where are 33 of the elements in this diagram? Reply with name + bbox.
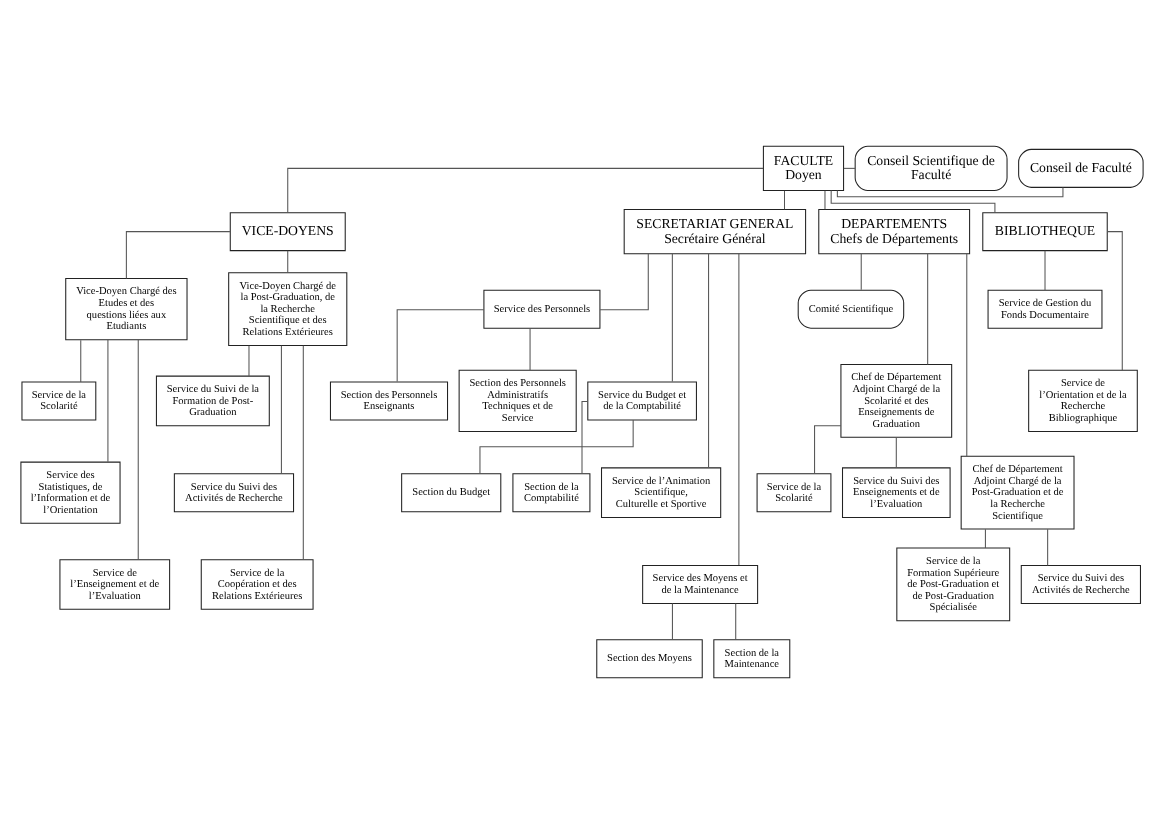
connector (824, 189, 826, 209)
connector (125, 230, 231, 279)
connector (287, 249, 289, 273)
connector (783, 189, 786, 209)
connector (581, 399, 589, 473)
connector (137, 338, 139, 560)
connector (671, 252, 673, 382)
connector (1106, 230, 1123, 370)
connector (287, 166, 764, 213)
connector (895, 435, 897, 468)
connector (529, 326, 531, 370)
connector (708, 252, 710, 468)
connector (396, 308, 485, 382)
connector (836, 186, 1064, 197)
connector (599, 252, 649, 310)
connector (860, 252, 862, 290)
connector (830, 189, 996, 213)
connector (735, 602, 737, 639)
connector (927, 252, 929, 364)
connector (671, 602, 673, 639)
connector (1044, 249, 1046, 290)
connector (814, 424, 842, 474)
connector (107, 338, 109, 462)
connector (302, 344, 304, 560)
connector (984, 527, 986, 548)
connector (1047, 527, 1049, 565)
connector (248, 344, 250, 376)
connector (843, 166, 856, 168)
connector (966, 252, 968, 456)
connector (738, 252, 740, 565)
connector (479, 418, 634, 473)
connector (280, 344, 282, 474)
connector (80, 338, 82, 382)
